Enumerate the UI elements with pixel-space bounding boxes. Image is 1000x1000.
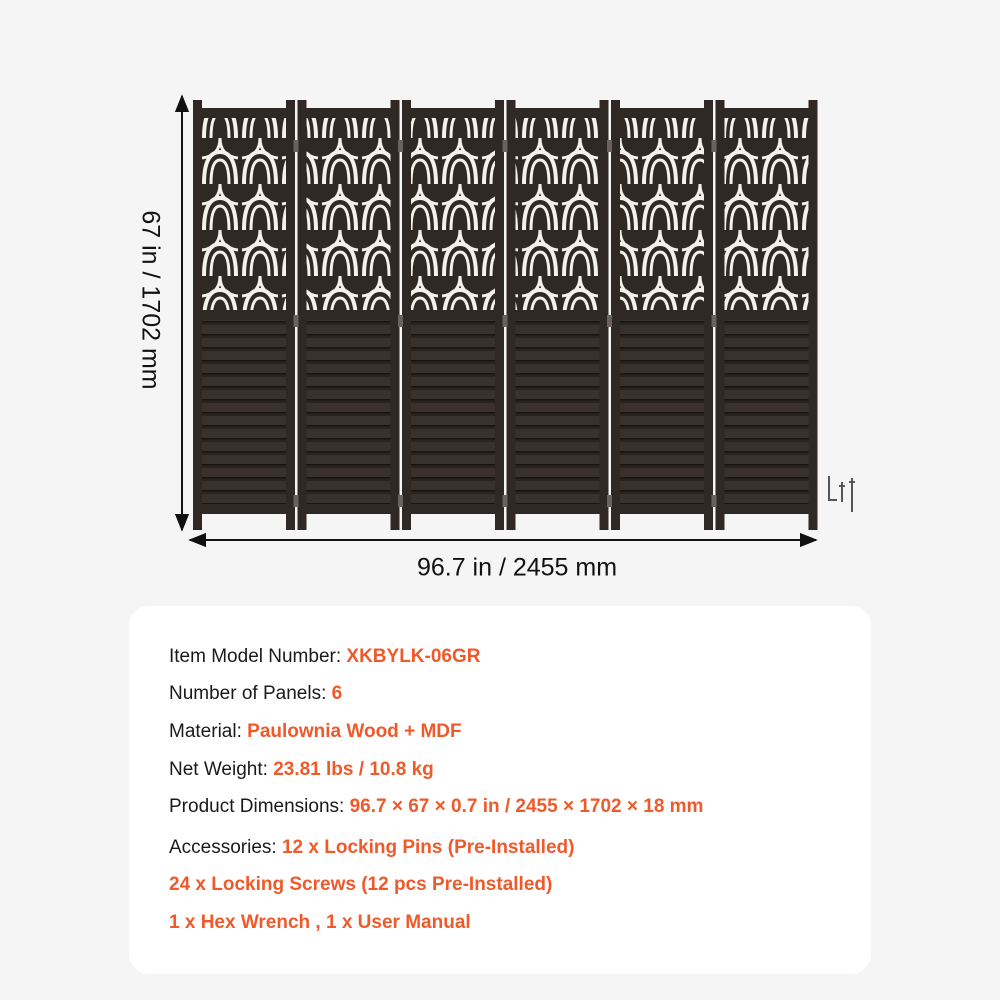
spec-label-panels: Number of Panels: <box>169 683 332 704</box>
spec-row-material: Material: Paulownia Wood + MDF <box>169 721 462 743</box>
spec-value-accessories-2: 24 x Locking Screws (12 pcs Pre-Installe… <box>169 874 553 895</box>
louver-panel <box>724 320 809 504</box>
screen-panel <box>711 100 818 530</box>
spec-value-weight: 23.81 lbs / 10.8 kg <box>273 759 434 780</box>
hinge <box>398 315 403 327</box>
screen-panel <box>398 100 504 530</box>
louver-panel <box>202 320 286 504</box>
hinge <box>502 495 508 507</box>
hinge <box>502 140 508 152</box>
hinge <box>607 495 612 507</box>
spec-row-accessories-2: 24 x Locking Screws (12 pcs Pre-Installe… <box>169 874 552 896</box>
screen-panel <box>607 100 713 530</box>
arch-pattern-panel <box>411 118 495 310</box>
hex-wrench-and-screws-icon <box>828 476 855 512</box>
spec-label-material: Material: <box>169 721 248 742</box>
hinge <box>398 495 403 507</box>
spec-label-weight: Net Weight: <box>169 759 274 780</box>
arch-pattern-panel <box>724 118 809 310</box>
spec-row-weight: Net Weight: 23.81 lbs / 10.8 kg <box>169 759 434 781</box>
arch-pattern-panel <box>306 118 391 310</box>
louver-panel <box>411 320 495 504</box>
hinge <box>607 140 612 152</box>
spec-row-accessories: Accessories: 12 x Locking Pins (Pre-Inst… <box>169 837 574 859</box>
arch-pattern-panel <box>202 118 286 310</box>
spec-value-accessories: 12 x Locking Pins (Pre-Installed) <box>281 837 575 858</box>
hinge <box>502 315 508 327</box>
hinge <box>293 315 299 327</box>
louver-panel <box>515 320 600 504</box>
folding-screen <box>193 100 818 530</box>
spec-label-accessories: Accessories: <box>169 837 282 858</box>
spec-row-accessories-3: 1 x Hex Wrench , 1 x User Manual <box>169 912 471 934</box>
screen-panel <box>293 100 400 530</box>
spec-row-panels: Number of Panels: 6 <box>169 683 342 705</box>
spec-value-accessories-3: 1 x Hex Wrench , 1 x User Manual <box>169 912 471 933</box>
louver-panel <box>620 320 704 504</box>
arch-pattern-panel <box>515 118 600 310</box>
hinge <box>711 495 717 507</box>
spec-card: Item Model Number: XKBYLK-06GR Number of… <box>129 606 871 974</box>
product-illustration <box>174 94 855 548</box>
spec-label-dimensions: Product Dimensions: <box>169 796 350 817</box>
hinge <box>398 140 403 152</box>
spec-value-model: XKBYLK-06GR <box>346 646 481 667</box>
spec-value-panels: 6 <box>331 683 343 704</box>
width-dimension-label: 96.7 in / 2455 mm <box>416 553 618 582</box>
spec-value-dimensions: 96.7 × 67 × 0.7 in / 2455 × 1702 × 18 mm <box>349 796 704 817</box>
screen-panel <box>193 100 295 530</box>
hinge <box>711 140 717 152</box>
louver-panel <box>306 320 391 504</box>
hinge <box>711 315 717 327</box>
arch-pattern-panel <box>620 118 704 310</box>
spec-label-model: Item Model Number: <box>169 646 347 667</box>
spec-value-material: Paulownia Wood + MDF <box>247 721 462 742</box>
spec-row-dimensions: Product Dimensions: 96.7 × 67 × 0.7 in /… <box>169 796 703 818</box>
hinge <box>293 495 299 507</box>
spec-row-model: Item Model Number: XKBYLK-06GR <box>169 646 480 668</box>
hinge <box>607 315 612 327</box>
screen-panel <box>502 100 609 530</box>
height-dimension-label: 67 in / 1702 mm <box>136 210 165 390</box>
hinge <box>293 140 299 152</box>
